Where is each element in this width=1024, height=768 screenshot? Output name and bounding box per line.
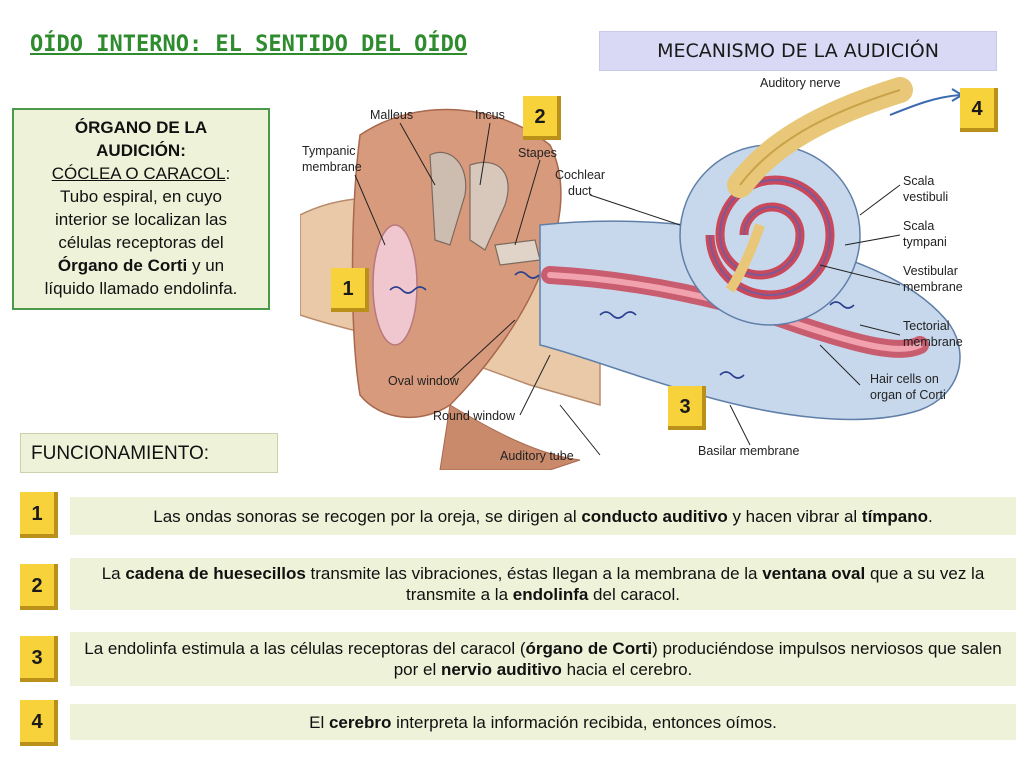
- page-title: OÍDO INTERNO: EL SENTIDO DEL OÍDO: [30, 32, 468, 57]
- organ-box-line: AUDICIÓN:: [96, 141, 186, 160]
- label-scala-vestibuli: Scala: [903, 174, 934, 188]
- step-badge-3: 3: [20, 636, 58, 682]
- organ-box-line: CÓCLEA O CARACOL:: [18, 162, 264, 185]
- cochlea-term: CÓCLEA O CARACOL: [51, 164, 226, 183]
- organ-info-box: ÓRGANO DE LA AUDICIÓN: CÓCLEA O CARACOL:…: [12, 108, 270, 310]
- functioning-label: FUNCIONAMIENTO:: [20, 433, 278, 473]
- step-2-content: La cadena de huesecillos transmite las v…: [82, 563, 1004, 605]
- organ-box-line: células receptoras del: [58, 233, 224, 252]
- diagram-badge-4: 4: [960, 88, 998, 132]
- organ-box-text: y un: [187, 256, 225, 275]
- corti-term: Órgano de Corti: [57, 256, 188, 275]
- diagram-badge-2: 2: [523, 96, 561, 140]
- label-tectorial-membrane: Tectorial: [903, 319, 950, 333]
- step-keyword: órgano de Corti: [525, 639, 653, 658]
- step-text: que a su vez la transmite a la: [406, 564, 985, 604]
- colon: :: [225, 164, 231, 183]
- step-badge-2: 2: [20, 564, 58, 610]
- label-cochlear-duct: Cochlear: [555, 168, 605, 182]
- organ-box-line: Tubo espiral, en cuyo: [60, 187, 222, 206]
- ear-anatomy-diagram: Malleus Incus Tympanic membrane Stapes C…: [300, 76, 964, 470]
- step-keyword: nervio auditivo: [440, 660, 562, 679]
- step-text: transmite las vibraciones, éstas llegan …: [305, 564, 763, 583]
- step-keyword: cerebro: [328, 712, 392, 732]
- label-basilar-membrane: Basilar membrane: [698, 444, 799, 458]
- step-text: ) produciéndose impulsos nerviosos que s…: [393, 639, 1002, 679]
- organ-box-line: interior se localizan las: [55, 210, 227, 229]
- label-incus: Incus: [475, 108, 505, 122]
- step-keyword: cadena de huesecillos: [125, 564, 306, 583]
- step-badge-1: 1: [20, 492, 58, 538]
- step-3-content: La endolinfa estimula a las células rece…: [82, 638, 1004, 680]
- step-text: El: [309, 712, 329, 732]
- step-keyword: ventana oval: [762, 564, 866, 583]
- step-4-content: El cerebro interpreta la información rec…: [309, 712, 777, 733]
- organ-box-line: Órgano de Corti y un: [18, 254, 264, 277]
- label-tympanic-membrane: Tympanic: [302, 144, 356, 158]
- label-vestibular-membrane: membrane: [903, 280, 963, 294]
- label-scala-tympani: Scala: [903, 219, 934, 233]
- label-auditory-tube: Auditory tube: [500, 449, 574, 463]
- step-3-text: La endolinfa estimula a las células rece…: [70, 632, 1016, 686]
- step-text: .: [928, 506, 933, 526]
- label-scala-vestibuli: vestibuli: [903, 190, 948, 204]
- label-vestibular-membrane: Vestibular: [903, 264, 958, 278]
- label-oval-window: Oval window: [388, 374, 460, 388]
- step-keyword: tímpano: [861, 506, 929, 526]
- label-auditory-nerve: Auditory nerve: [760, 76, 841, 90]
- step-text: Las ondas sonoras se recogen por la orej…: [153, 506, 582, 526]
- label-cochlear-duct: duct: [568, 184, 592, 198]
- label-hair-cells: Hair cells on: [870, 372, 939, 386]
- step-badge-4: 4: [20, 700, 58, 746]
- label-malleus: Malleus: [370, 108, 413, 122]
- label-round-window: Round window: [433, 409, 516, 423]
- label-tectorial-membrane: membrane: [903, 335, 963, 349]
- step-2-text: La cadena de huesecillos transmite las v…: [70, 558, 1016, 610]
- step-text: La endolinfa estimula a las células rece…: [84, 639, 526, 658]
- diagram-badge-3: 3: [668, 386, 706, 430]
- organ-box-line: líquido llamado endolinfa.: [44, 279, 238, 298]
- label-scala-tympani: tympani: [903, 235, 947, 249]
- step-keyword: endolinfa: [512, 585, 589, 604]
- section-header: MECANISMO DE LA AUDICIÓN: [599, 31, 997, 71]
- organ-box-line: ÓRGANO DE LA: [74, 118, 208, 137]
- step-1-content: Las ondas sonoras se recogen por la orej…: [153, 506, 933, 527]
- step-1-text: Las ondas sonoras se recogen por la orej…: [70, 497, 1016, 535]
- step-text: interpreta la información recibida, ento…: [391, 712, 777, 732]
- label-tympanic-membrane: membrane: [302, 160, 362, 174]
- step-4-text: El cerebro interpreta la información rec…: [70, 704, 1016, 740]
- label-hair-cells: organ of Corti: [870, 388, 946, 402]
- step-text: La: [101, 564, 126, 583]
- diagram-badge-1: 1: [331, 268, 369, 312]
- label-stapes: Stapes: [518, 146, 557, 160]
- step-text: y hacen vibrar al: [727, 506, 862, 526]
- step-text: hacia el cerebro.: [561, 660, 693, 679]
- step-keyword: conducto auditivo: [581, 506, 728, 526]
- step-text: del caracol.: [588, 585, 680, 604]
